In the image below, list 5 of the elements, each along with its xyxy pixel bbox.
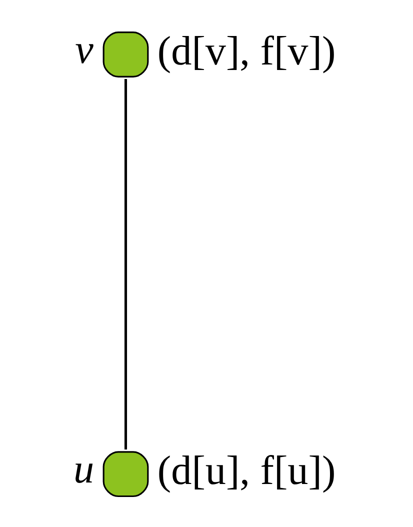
node-label: u	[74, 445, 94, 492]
node-label: v	[75, 26, 94, 72]
connector	[124, 79, 128, 450]
node-label: (d[u], f[u])	[157, 447, 336, 494]
node-label: (d[v], f[v])	[157, 27, 336, 74]
